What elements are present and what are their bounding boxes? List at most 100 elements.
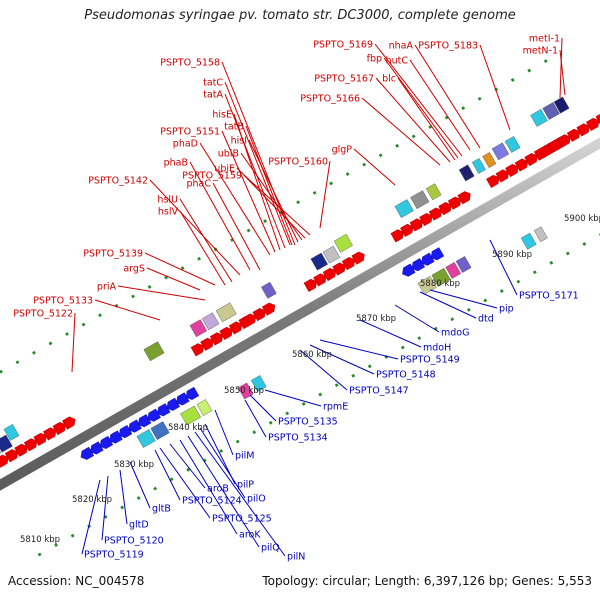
leader-line bbox=[199, 142, 271, 256]
kbp-tick-label: 5860 kbp bbox=[292, 350, 332, 360]
kbp-tick-label: 5850 kbp bbox=[224, 386, 264, 396]
reverse-feature-block bbox=[417, 275, 437, 295]
forward-gene-arrow bbox=[43, 427, 57, 441]
upper-scale-dot bbox=[510, 78, 515, 82]
forward-feature-block bbox=[189, 319, 208, 338]
forward-feature-block bbox=[3, 424, 20, 441]
leader-line bbox=[309, 344, 375, 375]
gene-label: argS bbox=[123, 264, 145, 275]
forward-gene-arrow bbox=[23, 438, 38, 452]
gene-label: pilQ bbox=[261, 543, 280, 554]
lower-scale-dot bbox=[516, 279, 521, 284]
forward-gene-arrow bbox=[228, 321, 243, 335]
leader-line bbox=[559, 37, 563, 99]
kbp-tick-label: 5900 kbp bbox=[564, 214, 600, 224]
leader-line bbox=[240, 152, 303, 241]
gene-label: pilO bbox=[247, 494, 266, 505]
forward-feature-block bbox=[333, 233, 353, 253]
leader-line bbox=[359, 319, 422, 348]
leader-line bbox=[204, 423, 236, 485]
gene-label: phaD bbox=[173, 139, 198, 150]
leader-line bbox=[375, 77, 451, 163]
upper-scale-dot bbox=[461, 106, 466, 111]
gene-label: priA bbox=[97, 282, 117, 293]
gene-label: PSPTO_5124 bbox=[182, 496, 242, 507]
reverse-feature-block bbox=[431, 268, 451, 287]
kbp-tick-label: 5810 kbp bbox=[20, 535, 60, 545]
gene-label: glgP bbox=[332, 145, 353, 156]
forward-gene-arrow bbox=[457, 191, 471, 205]
leader-line bbox=[154, 449, 181, 501]
upper-scale-dot bbox=[197, 256, 201, 261]
forward-gene-arrow bbox=[219, 326, 233, 340]
gene-label: nhaA bbox=[389, 41, 414, 52]
leader-line bbox=[194, 431, 286, 557]
kbp-tick-label: 5890 kbp bbox=[492, 250, 532, 260]
forward-gene-arrow bbox=[303, 278, 317, 292]
forward-feature-block bbox=[201, 312, 220, 331]
gene-label: PSPTO_5171 bbox=[519, 291, 579, 302]
reverse-feature-block bbox=[250, 375, 267, 392]
leader-line bbox=[319, 160, 331, 229]
leader-line bbox=[353, 148, 396, 186]
forward-gene-arrow bbox=[524, 153, 538, 167]
gene-label: PSPTO_5158 bbox=[160, 58, 220, 69]
lower-scale-dot bbox=[417, 336, 422, 341]
leader-line bbox=[81, 479, 101, 555]
forward-feature-block bbox=[553, 96, 570, 114]
genome-summary-text: Topology: circular; Length: 6,397,126 bp… bbox=[262, 574, 592, 588]
forward-feature-block bbox=[482, 152, 497, 168]
gene-label: pilM bbox=[235, 451, 255, 462]
gene-label: mdoH bbox=[423, 343, 451, 354]
reverse-feature-block bbox=[455, 256, 472, 273]
leader-line bbox=[199, 427, 246, 499]
gene-label: PSPTO_5166 bbox=[300, 94, 360, 105]
forward-gene-arrow bbox=[547, 139, 562, 153]
gene-label: PSPTO_5122 bbox=[13, 309, 73, 320]
reverse-feature-block bbox=[150, 421, 170, 440]
leader-line bbox=[248, 139, 299, 243]
backbone-band bbox=[0, 137, 600, 491]
forward-gene-arrow bbox=[200, 337, 214, 351]
upper-scale-dot bbox=[345, 172, 350, 176]
gene-label: gltD bbox=[129, 520, 149, 531]
leader-line bbox=[394, 304, 440, 333]
leader-line bbox=[146, 267, 201, 291]
gene-label: PSPTO_5148 bbox=[376, 370, 436, 381]
lower-scale-dot bbox=[450, 317, 455, 322]
forward-gene-arrow bbox=[242, 313, 257, 327]
leader-line bbox=[264, 389, 322, 407]
upper-scale-dot bbox=[378, 153, 383, 158]
gene-label: gltB bbox=[152, 504, 171, 515]
upper-scale-dot bbox=[395, 143, 400, 148]
lower-scale-dot bbox=[483, 298, 488, 303]
forward-feature-block bbox=[322, 245, 341, 264]
forward-gene-arrow bbox=[351, 251, 365, 265]
forward-gene-arrow bbox=[4, 449, 19, 463]
leader-line bbox=[117, 285, 206, 301]
forward-feature-block bbox=[261, 281, 277, 299]
forward-gene-arrow bbox=[252, 308, 266, 322]
gene-label: PSPTO_5120 bbox=[104, 536, 164, 547]
leader-line bbox=[319, 339, 399, 360]
kbp-tick-label: 5880 kbp bbox=[420, 279, 460, 289]
forward-gene-arrow bbox=[419, 213, 433, 227]
forward-feature-block bbox=[471, 158, 486, 174]
lower-scale-dot bbox=[70, 533, 75, 538]
lower-scale-dot bbox=[120, 505, 125, 510]
leader-line bbox=[94, 299, 161, 321]
reverse-feature-block bbox=[180, 405, 201, 426]
forward-feature-block bbox=[530, 109, 548, 127]
gene-label: hslU bbox=[157, 195, 178, 206]
map-title: Pseudomonas syringae pv. tomato str. DC3… bbox=[84, 8, 516, 23]
forward-feature-block bbox=[310, 252, 328, 271]
forward-gene-arrow bbox=[322, 268, 337, 282]
gene-label: PSPTO_5151 bbox=[160, 127, 220, 138]
forward-gene-arrow bbox=[557, 134, 571, 148]
forward-gene-arrow bbox=[332, 262, 346, 276]
leader-line bbox=[245, 125, 293, 246]
forward-gene-arrow bbox=[261, 302, 276, 316]
gene-label: pilN bbox=[287, 552, 305, 563]
